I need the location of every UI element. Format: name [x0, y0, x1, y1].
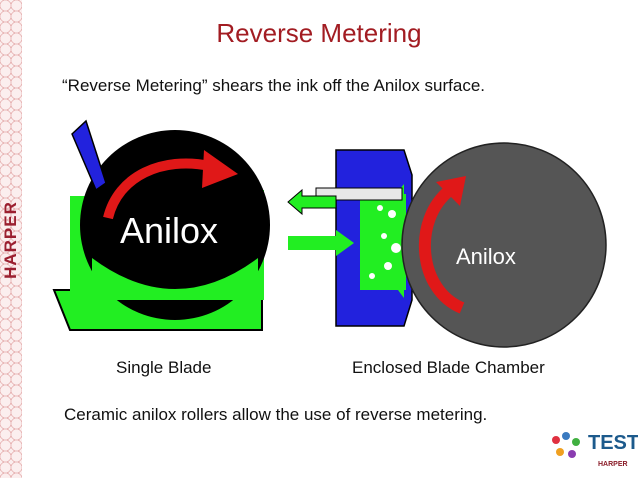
enclosed-chamber-illustration: Anilox — [287, 142, 607, 348]
ink-band — [92, 258, 258, 300]
bubble — [388, 210, 396, 218]
test-logo-text: TEST — [588, 432, 638, 454]
bubble — [381, 233, 387, 239]
test-logo-subtext: HARPER — [598, 461, 628, 468]
chamber-ink-band — [360, 194, 406, 290]
left-roller-label: Anilox — [120, 210, 218, 251]
bubble — [369, 273, 375, 279]
bubble — [377, 205, 383, 211]
slide-subtitle: “Reverse Metering” shears the ink off th… — [62, 76, 485, 95]
right-rotation-arrowhead — [436, 176, 466, 206]
right-roller-label: Anilox — [456, 244, 516, 269]
foam-bubbles — [315, 187, 403, 201]
right-rotation-arrow — [418, 185, 465, 314]
outflow-arrow — [287, 188, 337, 216]
decorative-side-strip — [0, 0, 22, 478]
test-logo-dots-icon — [552, 432, 580, 458]
left-rotation-arrow — [103, 158, 212, 220]
left-rotation-arrowhead — [202, 150, 238, 188]
bubble — [384, 262, 392, 270]
bubble — [391, 243, 401, 253]
inflow-arrow — [288, 230, 354, 256]
single-blade-caption: Single Blade — [116, 358, 212, 377]
doctor-blade — [71, 119, 107, 192]
slide-footer-text: Ceramic anilox rollers allow the use of … — [64, 405, 488, 424]
single-blade-illustration: Anilox — [52, 119, 270, 331]
slide-title: Reverse Metering — [216, 18, 422, 48]
test-logo: TEST HARPER — [548, 428, 638, 474]
enclosed-chamber-caption: Enclosed Blade Chamber — [352, 358, 545, 377]
